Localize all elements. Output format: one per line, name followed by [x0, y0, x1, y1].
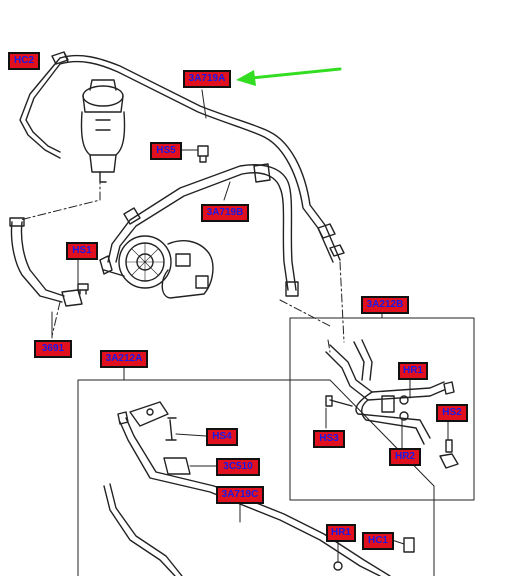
label-3a719b: 3A719B	[201, 204, 249, 222]
fitting-hs2	[445, 439, 453, 453]
fitting-hs5	[197, 145, 209, 163]
clamp-hr2	[439, 453, 459, 469]
label-3a719c: 3A719C	[216, 486, 264, 504]
power-steering-pump	[99, 235, 214, 299]
label-hr2: HR2	[389, 448, 421, 466]
supply-hose-3691	[9, 217, 83, 307]
alignment-line	[327, 339, 331, 353]
label-hs3: HS3	[313, 430, 345, 448]
label-hc2: HC2	[8, 52, 40, 70]
hose-clamp-hc2	[51, 51, 69, 65]
leader-line	[223, 181, 231, 201]
alignment-line	[51, 301, 61, 337]
return-hose-3a719a	[19, 54, 345, 263]
label-hr1-top: HR1	[398, 362, 428, 380]
label-3691: 3691	[34, 340, 72, 358]
fitting-hs1	[77, 283, 89, 295]
label-hs2: HS2	[436, 404, 468, 422]
label-hs1: HS1	[66, 242, 98, 260]
alignment-line	[279, 299, 331, 327]
fluid-reservoir	[80, 79, 126, 183]
label-3a212b: 3A212B	[361, 296, 409, 314]
inset-box-3a212a	[77, 379, 435, 576]
label-hs4: HS4	[206, 428, 238, 446]
pressure-hose-3a719b	[107, 163, 299, 297]
pointer-arrow	[236, 67, 342, 86]
alignment-line	[19, 175, 101, 221]
label-3c510: 3C510	[216, 458, 260, 476]
leader-line	[175, 433, 207, 437]
label-3a212a: 3A212A	[100, 350, 148, 368]
label-3a719a: 3A719A	[183, 70, 231, 88]
label-hr1-bottom: HR1	[326, 524, 356, 542]
label-hs5: HS5	[150, 142, 182, 160]
alignment-line	[339, 261, 345, 343]
label-hc1: HC1	[362, 532, 394, 550]
cooler-assembly-3a212b	[325, 339, 455, 445]
leader-line	[201, 89, 207, 119]
